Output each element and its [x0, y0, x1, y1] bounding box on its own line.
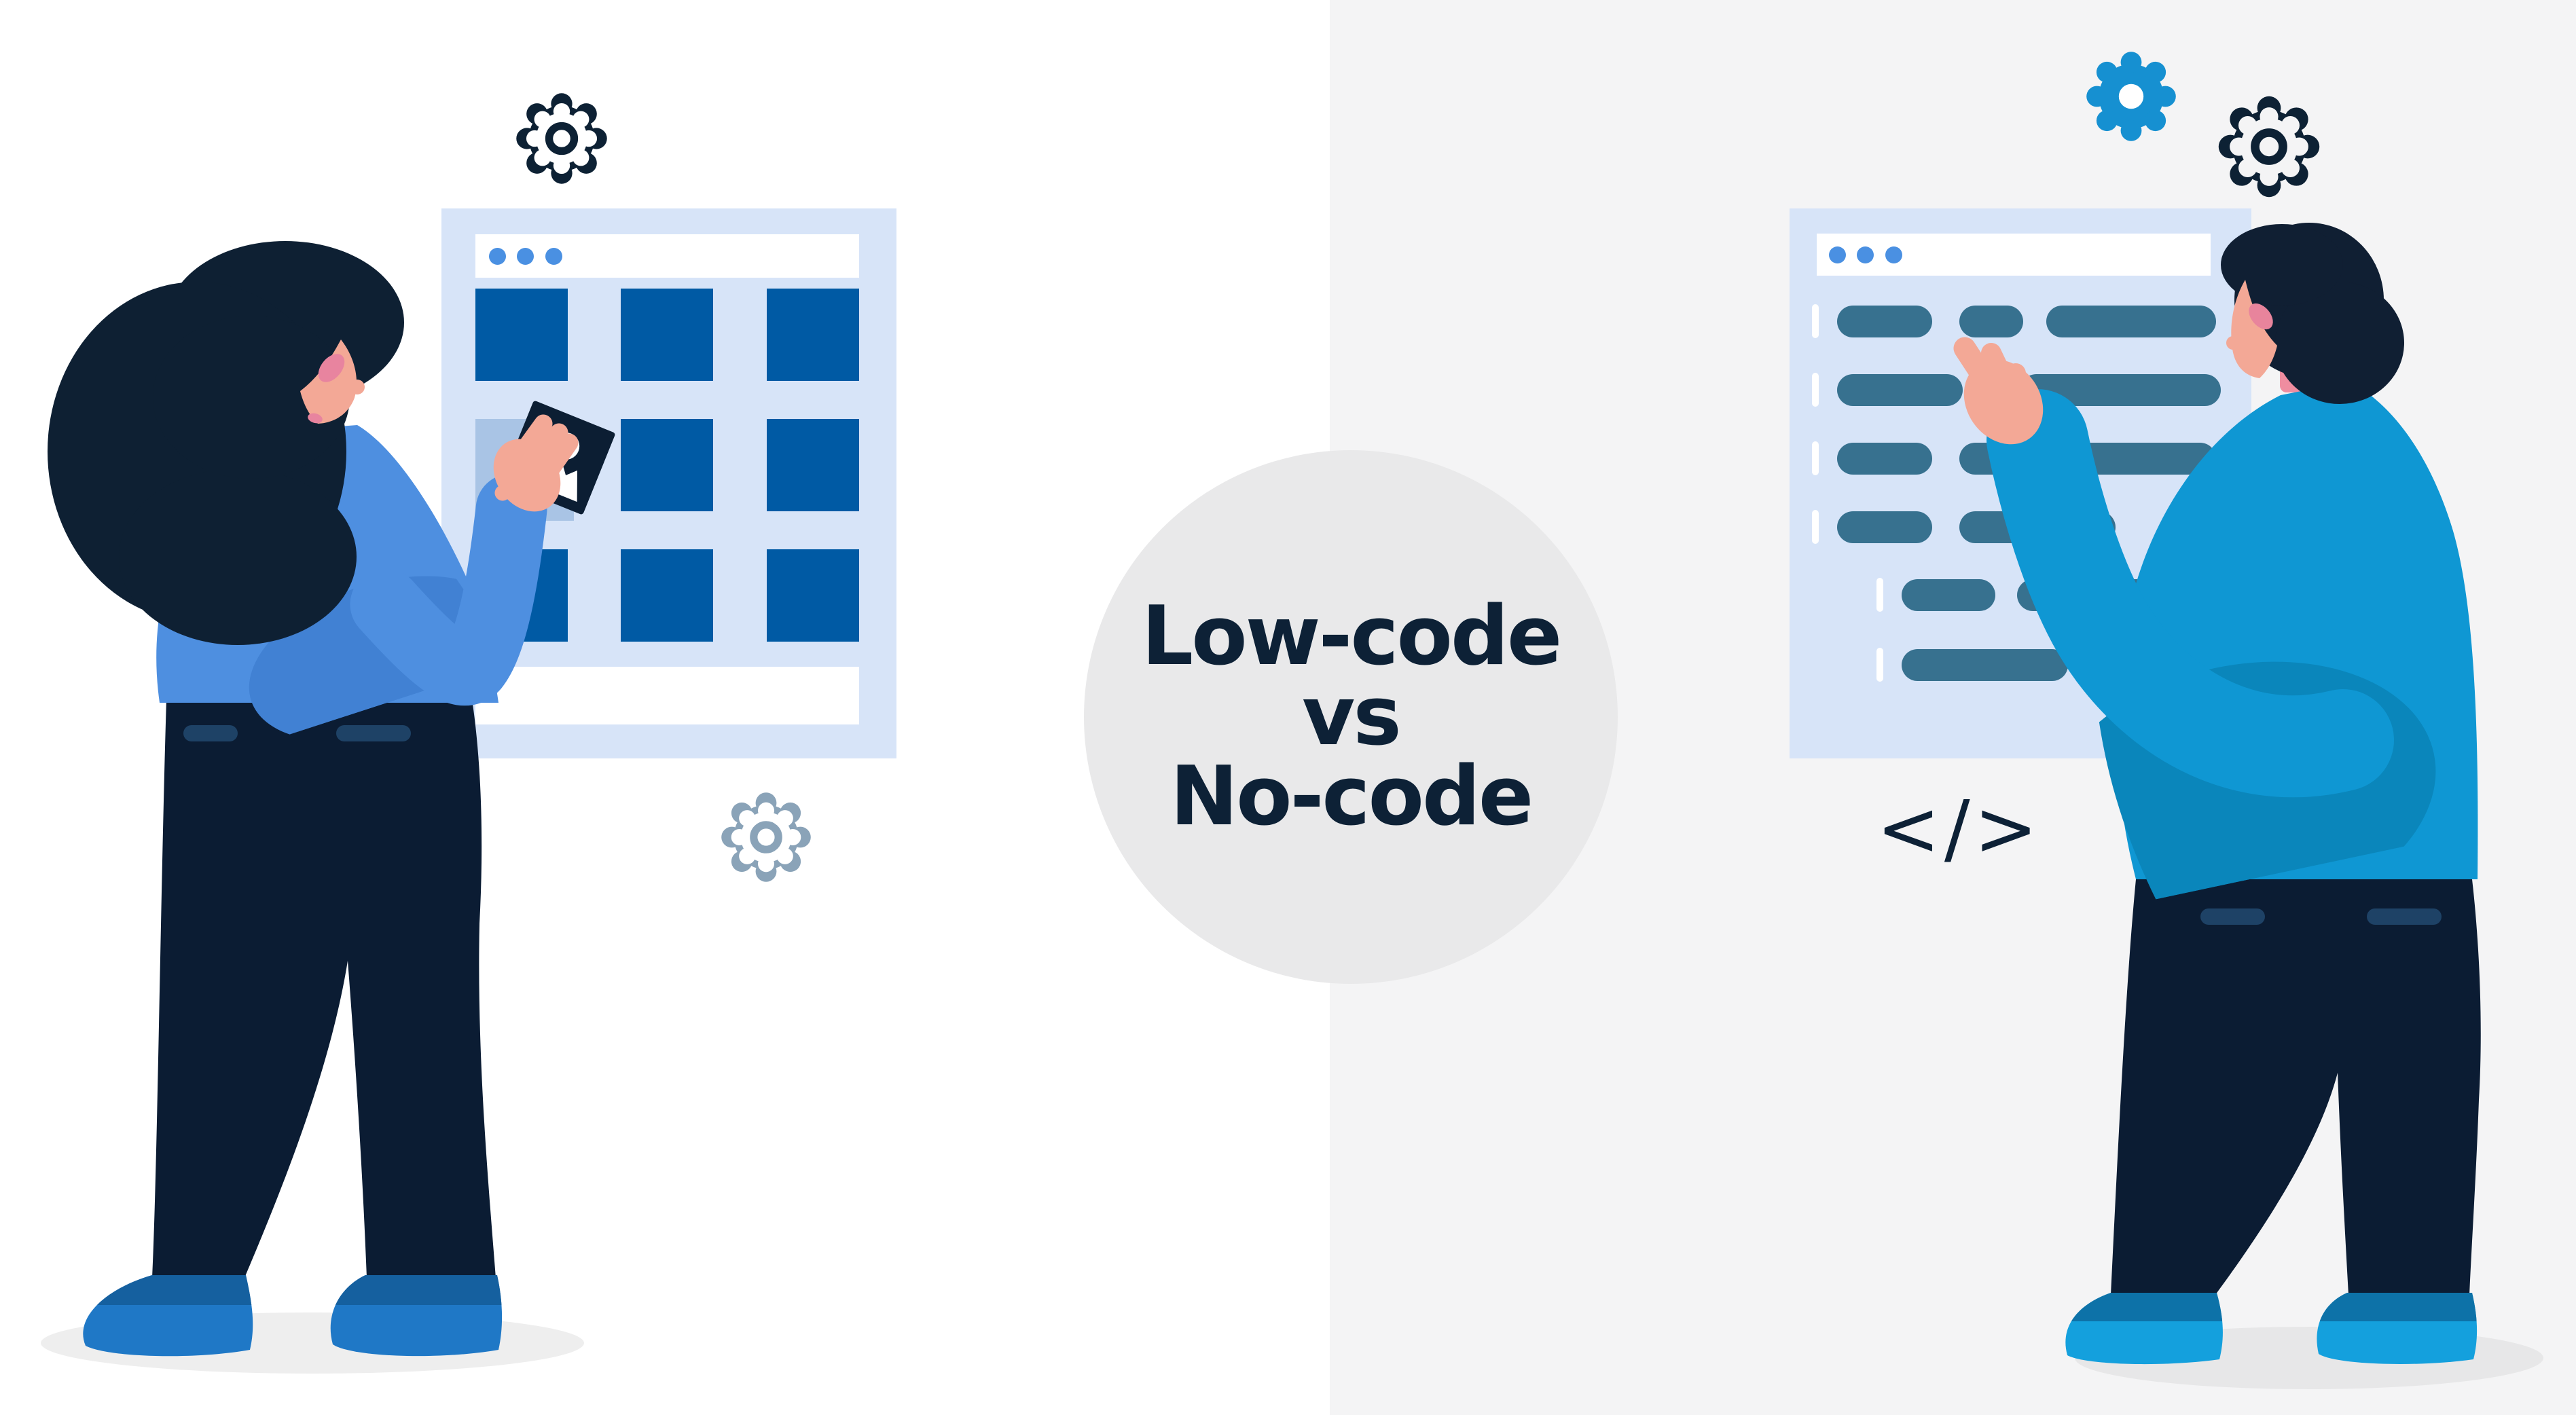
window-dot-icon [1857, 246, 1874, 263]
man-illustration [1953, 223, 2543, 1389]
pants-pocket [336, 725, 411, 741]
woman-pants [152, 699, 496, 1278]
pants-pocket [2200, 908, 2265, 925]
window-dot-icon [1885, 246, 1902, 263]
code-line-marker [1812, 373, 1819, 407]
code-line-marker [1812, 304, 1819, 338]
code-line-pill [1902, 649, 2068, 681]
man-shoe [2317, 1293, 2478, 1364]
builder-window-footer [475, 667, 859, 724]
code-line-marker [1812, 510, 1819, 544]
gear-outline-icon [2215, 93, 2323, 200]
gear-outline-icon [513, 90, 610, 187]
nose [350, 380, 365, 394]
title-line-2: vs [1302, 669, 1402, 764]
woman-hair [48, 241, 404, 645]
ear [318, 354, 345, 382]
woman-shoe [83, 1275, 253, 1357]
code-line-pill [1837, 511, 1932, 543]
code-window-titlebar [1817, 234, 2211, 276]
man-face [2226, 280, 2277, 378]
code-line-pill [1902, 579, 1995, 611]
divider-circle: Low-code vs No-code [1084, 450, 1618, 984]
grid-block [767, 419, 859, 511]
grid-block [767, 289, 859, 381]
lips [308, 413, 323, 424]
builder-window-titlebar [475, 234, 859, 278]
man-arm-sleeve [1987, 389, 2394, 798]
window-dot-icon [1829, 246, 1846, 263]
window-dot-icon [517, 248, 534, 265]
woman-face [300, 339, 365, 424]
code-line-pill [1837, 443, 1932, 475]
grid-block [767, 549, 859, 642]
man-hand [1953, 337, 2044, 445]
code-line-marker [1812, 441, 1819, 475]
pants-pocket [183, 725, 238, 741]
code-tag-icon: </> [1876, 785, 2042, 873]
woman-hand [493, 414, 579, 512]
gear-outline-icon [719, 790, 814, 885]
grid-block [475, 289, 568, 381]
code-line-pill [1837, 306, 1932, 337]
window-dot-icon [489, 248, 506, 265]
code-line-marker [1876, 578, 1883, 612]
code-line-marker [1876, 648, 1883, 682]
man-pants [2111, 879, 2481, 1295]
grid-block [621, 549, 713, 642]
pants-pocket [2367, 908, 2442, 925]
code-line-pill [2046, 306, 2216, 337]
grid-block [621, 419, 713, 511]
woman-illustration [41, 241, 615, 1374]
ear [2249, 303, 2273, 330]
man-shoe [2065, 1293, 2223, 1365]
nose [2226, 336, 2240, 350]
woman-arm-sleeve [350, 473, 547, 705]
title-line-1: Low-code [1141, 589, 1562, 684]
man-hair [2221, 223, 2404, 404]
gear-filled-icon [2084, 49, 2179, 144]
woman-shoe [330, 1275, 503, 1357]
code-line-pill [1959, 306, 2023, 337]
grid-block [621, 289, 713, 381]
code-line-pill [1837, 374, 1963, 406]
title-line-3: No-code [1169, 750, 1534, 844]
window-dot-icon [545, 248, 562, 265]
